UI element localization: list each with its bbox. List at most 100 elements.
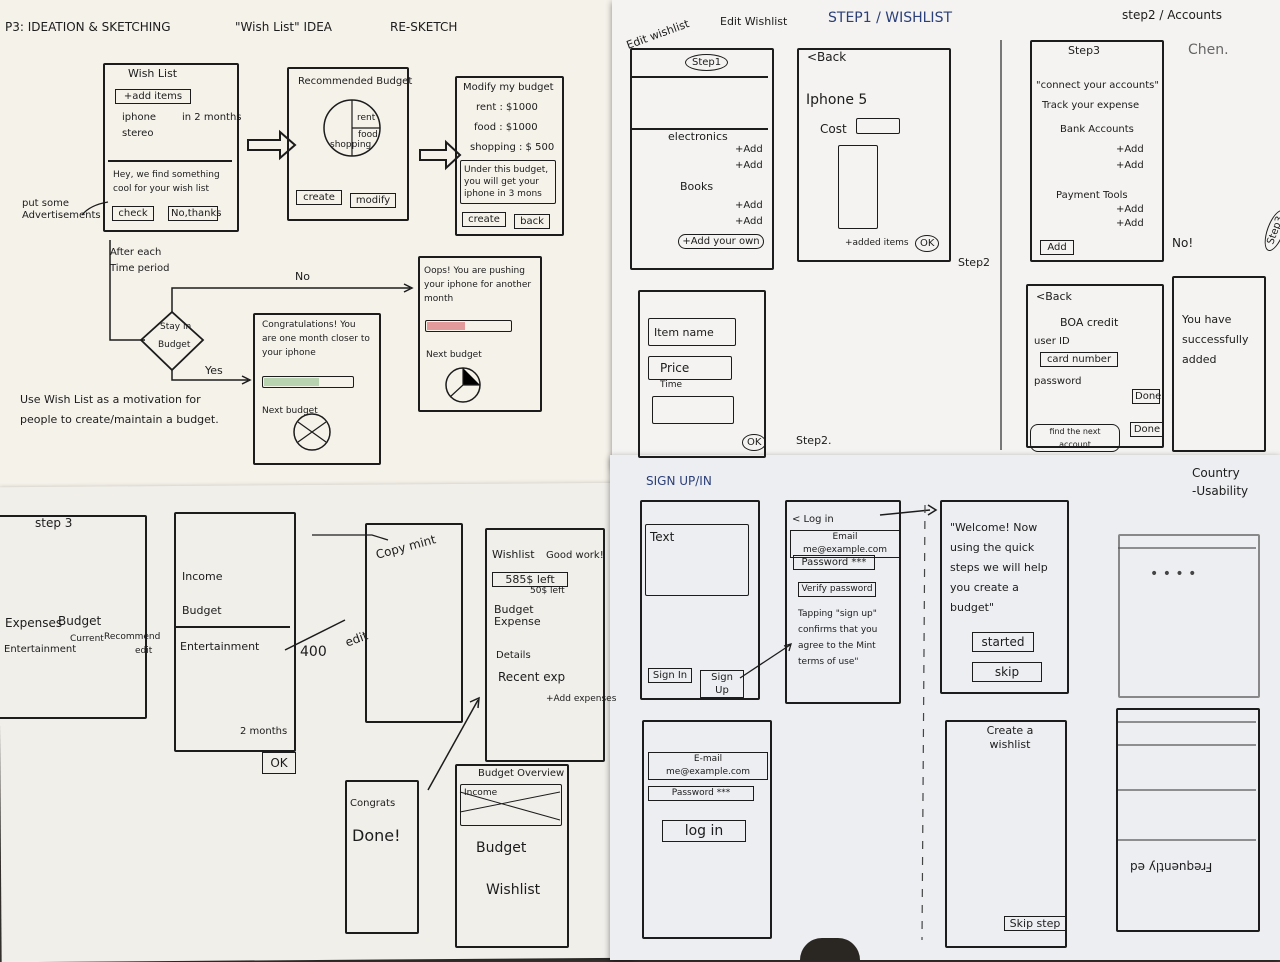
item-cost-input[interactable] <box>856 118 900 134</box>
bank-add-2[interactable]: +Add <box>1116 160 1144 171</box>
skip-step-button[interactable]: Skip step <box>1004 916 1066 931</box>
congrats-progress <box>262 376 354 388</box>
yes-label: Yes <box>205 364 223 377</box>
modify-note-box <box>460 160 556 204</box>
wish-divider <box>108 160 232 162</box>
ok-button-bottom[interactable]: OK <box>262 752 296 774</box>
find-account-button[interactable]: find the next account <box>1030 424 1120 452</box>
boa-back-link[interactable]: <Back <box>1036 290 1072 303</box>
ok-badge[interactable]: OK <box>915 235 940 252</box>
price-label: Price <box>660 361 690 375</box>
payment-add-2[interactable]: +Add <box>1116 218 1144 229</box>
password-field[interactable]: Password *** <box>793 555 875 570</box>
congrats-text: Congratulations! You are one month close… <box>262 320 370 358</box>
add-expenses-link[interactable]: +Add expenses <box>546 694 617 704</box>
password-field-2[interactable]: Password *** <box>648 786 754 801</box>
ads-note: put some Advertisements <box>22 198 101 221</box>
wish-item-stereo: stereo <box>122 128 154 139</box>
payment-tools-label: Payment Tools <box>1056 190 1128 201</box>
recommended-screen <box>287 67 409 221</box>
current-label: Current <box>70 634 104 644</box>
time-slider[interactable] <box>652 396 734 424</box>
done-label: Done! <box>352 826 401 845</box>
foreground-hair <box>800 938 860 960</box>
edit-label[interactable]: edit <box>135 646 153 656</box>
started-button[interactable]: started <box>972 632 1034 652</box>
step3-screen <box>0 515 147 719</box>
congrats-progress-fill <box>264 378 319 386</box>
item-back-link[interactable]: <Back <box>807 50 847 64</box>
books-add-1[interactable]: +Add <box>735 200 763 211</box>
login-button[interactable]: log in <box>662 820 746 842</box>
item-name-field[interactable] <box>648 318 736 346</box>
step2-link-2[interactable]: Step2. <box>796 434 832 447</box>
budget-label: Budget <box>158 340 191 350</box>
electronics-add-1[interactable]: +Add <box>735 144 763 155</box>
step3-label: step 3 <box>35 516 73 530</box>
no-thanks-button[interactable]: No,thanks <box>168 206 222 221</box>
email-field[interactable]: Email me@example.com <box>790 530 900 558</box>
skip-button[interactable]: skip <box>972 662 1042 682</box>
pie-rent: rent <box>357 113 376 123</box>
modify-food: food : $1000 <box>474 122 538 133</box>
oops-progress <box>425 320 512 332</box>
track-expense-text: Track your expense <box>1042 100 1140 111</box>
copy-mint-screen <box>365 523 463 723</box>
oops-screen <box>418 256 542 412</box>
recommended-title: Recommended Budget <box>298 76 413 87</box>
category-electronics: electronics <box>668 130 728 143</box>
stay-in-label: Stay in <box>160 322 192 332</box>
wish-message: Hey, we find something cool for your wis… <box>113 170 220 194</box>
add-your-own-button[interactable]: +Add your own <box>678 234 764 249</box>
connect-accounts-text: "connect your accounts" <box>1036 80 1159 91</box>
welcome-text-screen <box>640 500 760 700</box>
electronics-add-2[interactable]: +Add <box>735 160 763 171</box>
chen-name: Chen. <box>1188 42 1229 58</box>
boa-screen <box>1026 284 1164 448</box>
wishlist-summary-screen <box>485 528 605 762</box>
ok-badge-2[interactable]: OK <box>742 434 767 451</box>
wishlist-header-line <box>632 76 768 78</box>
add-account-button[interactable]: Add <box>1040 240 1074 255</box>
payment-add-1[interactable]: +Add <box>1116 204 1144 215</box>
modify-create-button[interactable]: create <box>462 212 506 227</box>
verify-password-field[interactable]: Verify password <box>798 582 876 597</box>
quick-steps-screen <box>940 500 1069 694</box>
details-label: Details <box>496 650 531 661</box>
sign-in-button[interactable]: Sign In <box>648 668 692 683</box>
create-wishlist-screen <box>945 720 1067 948</box>
check-button[interactable]: check <box>112 206 154 221</box>
signup-title: SIGN UP/IN <box>646 474 712 488</box>
add-items-button[interactable]: +add items <box>115 89 191 104</box>
overview-wishlist-label: Wishlist <box>486 882 541 898</box>
entertainment-label: Entertainment <box>4 644 77 655</box>
modify-back-button[interactable]: back <box>514 214 550 229</box>
done-button[interactable]: Done <box>1132 389 1161 404</box>
login-back-link[interactable]: < Log in <box>792 514 834 525</box>
entertainment-label-2: Entertainment <box>180 640 260 653</box>
bank-accounts-label: Bank Accounts <box>1060 124 1134 135</box>
bank-add-1[interactable]: +Add <box>1116 144 1144 155</box>
modify-button[interactable]: modify <box>350 193 396 208</box>
email-field-2[interactable]: E-mail me@example.com <box>648 752 768 780</box>
create-wishlist-title: Create a wishlist <box>986 724 1034 751</box>
budget-label-2: Budget <box>182 604 222 617</box>
no-label: No <box>295 270 310 283</box>
done-button-2[interactable]: Done <box>1130 422 1164 437</box>
keypad-screen <box>1118 534 1260 698</box>
modify-shopping: shopping : $ 500 <box>470 142 555 153</box>
overview-income-label: Income <box>464 788 498 798</box>
idea-title: "Wish List" IDEA <box>235 20 333 34</box>
step2-link[interactable]: Step2 <box>958 256 991 269</box>
card-number-field[interactable]: card number <box>1040 352 1118 367</box>
left-585-badge: 585$ left <box>492 572 568 587</box>
oops-progress-fill <box>427 322 465 330</box>
create-button[interactable]: create <box>296 190 342 205</box>
sign-up-button[interactable]: Sign Up <box>700 670 744 698</box>
item-name-iphone: Iphone 5 <box>806 92 868 108</box>
books-add-2[interactable]: +Add <box>735 216 763 227</box>
connect-accounts-screen <box>1030 40 1164 262</box>
price-field[interactable] <box>648 356 732 380</box>
